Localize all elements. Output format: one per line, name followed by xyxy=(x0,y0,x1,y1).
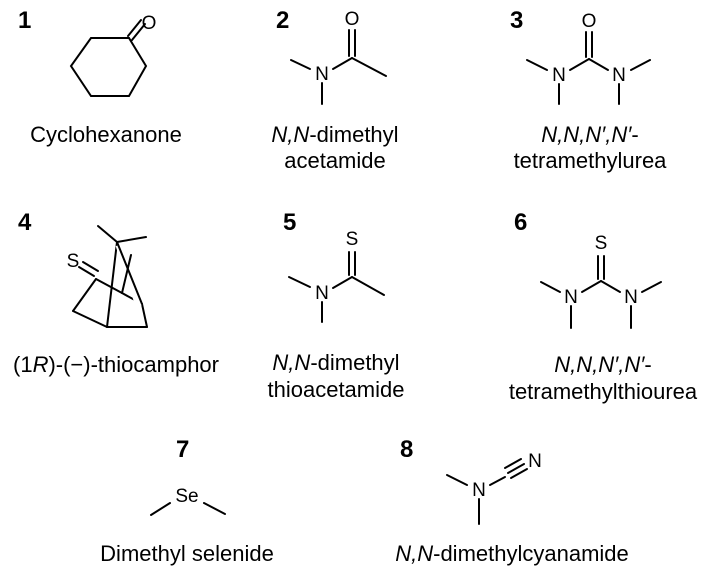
compound-number: 2 xyxy=(276,7,289,34)
compound-name: (1R)-(−)-thiocamphor xyxy=(13,352,219,377)
carbonyl-bond xyxy=(127,19,142,37)
compound-number: 3 xyxy=(510,7,523,34)
thioamide-bond xyxy=(332,276,353,289)
thiocarbonyl-c-n-bond xyxy=(600,280,621,293)
methyl-bond xyxy=(351,57,387,77)
nitrogen-atom: N xyxy=(315,283,329,304)
methyl-bond xyxy=(290,59,311,70)
methyl-bond xyxy=(288,276,311,288)
compound-name: N,N,N′,N′- xyxy=(541,122,638,147)
ring-bond xyxy=(95,278,123,294)
methyl-bond xyxy=(641,281,662,293)
oxygen-atom: O xyxy=(345,9,360,30)
compound-name-line2: thioacetamide xyxy=(268,377,405,402)
compound-5: 5 S N N,N-dimethyl thioacetamide xyxy=(268,209,405,402)
compound-name-line2: tetramethylthiourea xyxy=(509,379,698,404)
nitrogen-atom: N xyxy=(315,64,329,85)
oxygen-atom: O xyxy=(582,11,597,32)
compound-4: 4 S (1R)-(−)-thiocamphor xyxy=(13,209,219,377)
ring-bond xyxy=(72,278,97,312)
compound-8: 8 N N N,N-dimethylcyanamide xyxy=(395,436,629,566)
nitrile-bond xyxy=(504,458,522,469)
compound-name: N,N-dimethyl xyxy=(272,350,399,375)
nitrogen-atom: N xyxy=(552,65,566,86)
oxygen-atom: O xyxy=(142,13,157,34)
compound-3: 3 O N N N,N,N′,N′- tetramethylurea xyxy=(510,7,667,173)
dimethylthioacetamide-structure: S N xyxy=(288,229,385,323)
compound-number: 1 xyxy=(18,7,31,34)
compound-name: N,N-dimethylcyanamide xyxy=(395,541,629,566)
compound-name-line2: acetamide xyxy=(284,148,386,173)
thione-bond xyxy=(82,261,99,272)
compound-name: N,N,N′,N′- xyxy=(554,352,651,377)
sulfur-atom: S xyxy=(67,251,80,272)
nitrile-bond xyxy=(507,463,525,474)
carbonyl-c-n-bond xyxy=(588,58,609,71)
compound-name: Cyclohexanone xyxy=(30,122,182,147)
methyl-bond xyxy=(446,474,468,486)
tetramethylurea-structure: O N N xyxy=(526,11,651,105)
thione-bond xyxy=(78,266,95,277)
carbonyl-bond xyxy=(131,23,146,41)
amide-bond xyxy=(332,57,353,70)
cyclohexanone-structure: O xyxy=(69,13,157,97)
nitrogen-atom: N xyxy=(624,287,638,308)
nitrogen-atom: N xyxy=(564,287,578,308)
compound-number: 7 xyxy=(176,436,189,463)
compound-number: 5 xyxy=(283,209,296,236)
nitrile-bond xyxy=(510,468,528,479)
sulfur-atom: S xyxy=(346,229,359,250)
methyl-bond xyxy=(116,236,147,243)
methyl-bond xyxy=(540,281,561,293)
compound-2: 2 O N N,N-dimethyl acetamide xyxy=(271,7,398,173)
thiocamphor-structure: S xyxy=(67,225,148,328)
methyl-bond xyxy=(121,254,132,294)
ring-bond xyxy=(72,310,108,328)
nitrogen-atom: N xyxy=(528,451,542,472)
compound-name: N,N-dimethyl xyxy=(271,122,398,147)
ring-bonds xyxy=(69,37,148,97)
compound-number: 4 xyxy=(18,209,32,236)
compound-1: 1 O Cyclohexanone xyxy=(18,7,182,147)
methyl-bond xyxy=(351,276,385,296)
ring-bond xyxy=(141,303,148,328)
thiocarbonyl-c-n-bond xyxy=(581,280,602,293)
nitrogen-atom: N xyxy=(612,65,626,86)
dimethylcyanamide-structure: N N xyxy=(446,451,542,525)
dimethyl-selenide-structure: Se xyxy=(150,486,226,516)
tetramethylthiourea-structure: S N N xyxy=(540,233,662,329)
compound-number: 6 xyxy=(514,209,527,236)
bridge-bond xyxy=(106,241,118,328)
carbonyl-c-n-bond xyxy=(569,58,590,71)
compound-7: 7 Se Dimethyl selenide xyxy=(100,436,274,566)
methyl-bond xyxy=(150,502,171,516)
nitrogen-atom: N xyxy=(472,480,486,501)
compound-6: 6 S N N N,N,N′,N′- tetramethylthiourea xyxy=(509,209,698,404)
methyl-bond xyxy=(526,59,548,71)
bridge-bond xyxy=(116,241,143,305)
dimethylacetamide-structure: O N xyxy=(290,9,387,105)
selenium-atom: Se xyxy=(175,486,198,507)
n-c-bond xyxy=(489,476,506,486)
compound-number: 8 xyxy=(400,436,413,463)
methyl-bond xyxy=(203,502,226,515)
sulfur-atom: S xyxy=(595,233,608,254)
methyl-bond xyxy=(97,225,118,243)
methyl-bond xyxy=(630,59,651,71)
compound-name-line2: tetramethylurea xyxy=(514,148,668,173)
compound-name: Dimethyl selenide xyxy=(100,541,274,566)
